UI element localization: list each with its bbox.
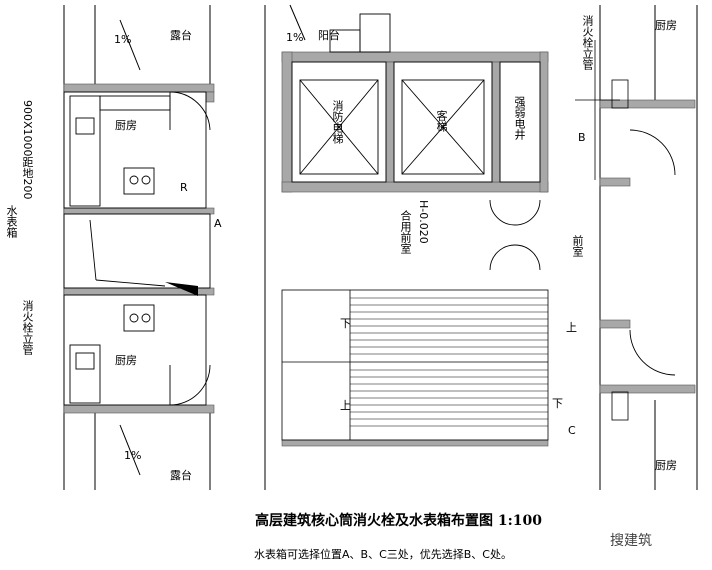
balcony-label-bottom-left: 露台 [170,469,192,482]
stair-up-label-1: 上 [566,321,577,334]
meter-box-label: 水表箱 [5,205,18,238]
lobby-label: 前室 [571,235,584,257]
watermark: 搜建筑 [610,533,652,549]
kitchen-label-bottom: 厨房 [115,354,137,367]
balcony-label-top-center: 阳台 [318,29,340,42]
drawing-title: 高层建筑核心筒消火栓及水表箱布置图 1:100 [255,513,543,529]
weak-shaft-label: 强弱电井 [513,96,526,140]
stair-down-label-1: 下 [340,317,351,330]
stair-down-label-2: 下 [552,397,563,410]
slope-mark-top: 1% [114,33,132,46]
slope-mark-center: 1% [286,31,304,44]
drawing-note: 水表箱可选择位置A、B、C三处，优先选择B、C处。 [254,548,512,561]
stair-up-label-2: 上 [340,399,351,412]
hydrant-riser-label-left: 消火栓立管 [21,300,34,355]
kitchen-label-right-bottom: 厨房 [655,459,677,472]
elevator-label: 客梯 [435,110,448,132]
slope-mark-bottom: 1% [124,449,142,462]
kitchen-label-right-top: 厨房 [655,19,677,32]
position-c-label: C [568,424,576,437]
position-a-label: A [214,217,222,230]
hydrant-riser-label-right: 消火栓立管 [581,15,594,70]
position-b-label: B [578,131,586,144]
fire-elevator-label: 消防电梯 [331,100,344,144]
elevation-label: H-0.020 [417,200,430,244]
balcony-label-top-left: 露台 [170,29,192,42]
r-mark: R [180,181,188,194]
shared-lobby-label: 合用前室 [399,210,412,254]
kitchen-label-top: 厨房 [115,119,137,132]
meter-box-size-label: 900X1000距地200 [21,100,34,200]
